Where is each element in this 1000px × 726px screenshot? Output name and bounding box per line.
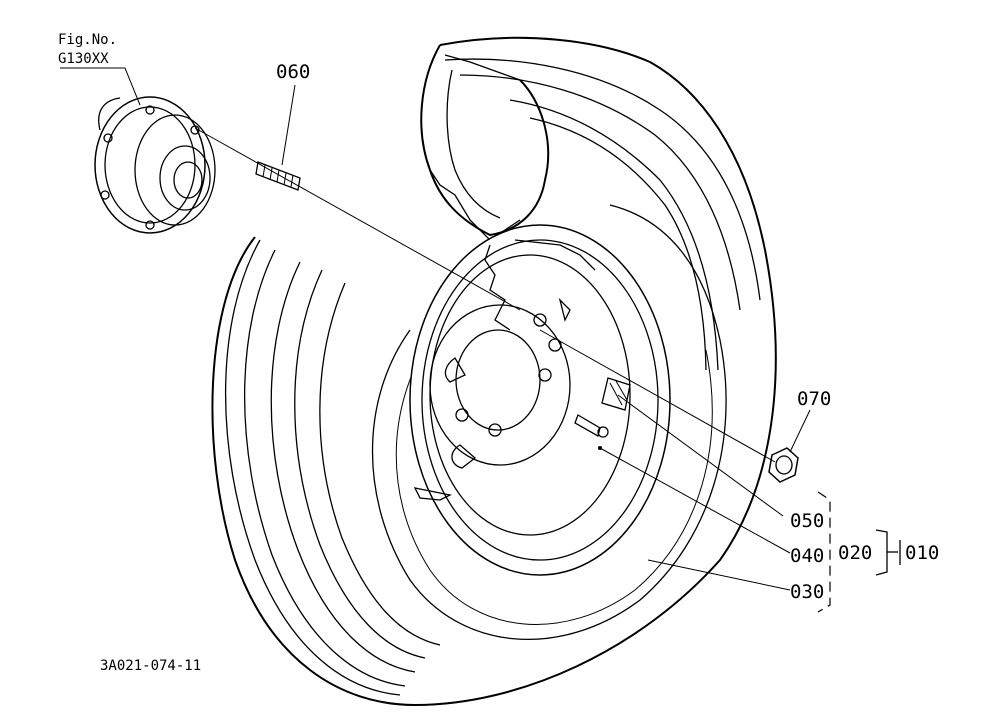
wheel-rim-icon — [409, 224, 671, 576]
lug-nut-icon — [768, 447, 799, 483]
part-label-030: 030 — [790, 581, 824, 603]
stud-bolt-icon — [255, 161, 301, 191]
part-label-040: 040 — [790, 545, 824, 567]
leader-lines — [60, 67, 811, 591]
valve-stem-icon — [574, 414, 609, 438]
part-label-050: 050 — [790, 510, 824, 532]
part-label-070: 070 — [797, 388, 831, 410]
figure-ref-line1: Fig.No. — [58, 32, 117, 48]
drawing-id: 3A021-074-11 — [100, 658, 201, 674]
grouping-brackets — [817, 491, 901, 613]
tire-icon — [211, 36, 777, 707]
part-label-060: 060 — [276, 61, 310, 83]
wheel-hub-icon — [94, 96, 216, 234]
part-label-020: 020 — [838, 542, 872, 564]
figure-ref-line2: G130XX — [58, 51, 109, 67]
part-label-010: 010 — [905, 542, 939, 564]
